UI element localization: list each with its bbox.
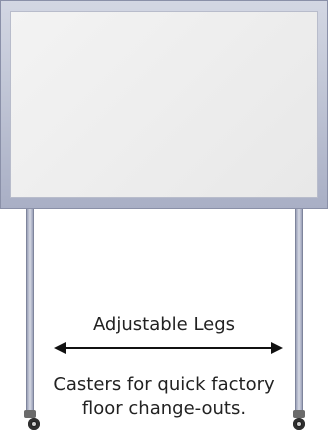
adjustable-legs-label: Adjustable Legs bbox=[92, 314, 236, 335]
whiteboard-frame bbox=[0, 0, 328, 209]
casters-caption-line-1: Casters for quick factory bbox=[53, 374, 275, 395]
whiteboard-surface bbox=[10, 11, 318, 198]
right-caster-mount bbox=[293, 410, 305, 418]
right-leg bbox=[295, 209, 303, 416]
casters-caption: Casters for quick factory floor change-o… bbox=[0, 373, 328, 421]
left-caster-mount bbox=[24, 410, 36, 418]
left-leg bbox=[26, 209, 34, 416]
left-caster-wheel-icon bbox=[28, 418, 40, 430]
casters-caption-line-2: floor change-outs. bbox=[81, 398, 247, 419]
right-caster-wheel-icon bbox=[293, 418, 305, 430]
double-arrow-icon bbox=[54, 342, 283, 354]
